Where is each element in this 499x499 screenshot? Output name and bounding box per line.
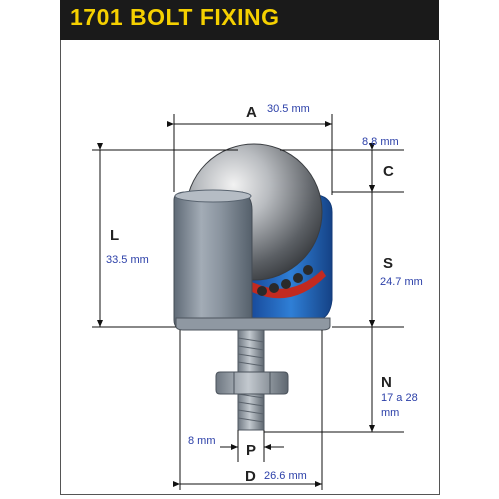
base-plate [175,317,331,331]
page-title: 1701 BOLT FIXING [70,4,280,30]
ball-transfer-unit [173,143,333,431]
dim-a-letter: A [246,104,257,121]
dimension-lines [92,114,404,490]
dim-s-letter: S [383,255,393,272]
hex-nut [215,371,289,395]
dim-n-letter: N [381,374,392,391]
dim-n-value-line2: mm [381,407,399,419]
housing-body [173,191,253,331]
dim-c-letter: C [383,163,394,180]
dim-p-letter: P [246,442,256,459]
dim-n-value-line1: 17 a 28 [381,392,418,404]
dim-d-letter: D [245,468,256,485]
dim-l-value: 33.5 mm [106,254,149,266]
dim-l-letter: L [110,227,119,244]
bolt-thread [237,337,265,423]
dim-c-value: 8.8 mm [362,136,399,148]
dim-d-value: 26.6 mm [264,470,307,482]
dim-p-value: 8 mm [188,435,216,447]
dim-a-value: 30.5 mm [267,103,310,115]
title-bar: 1701 BOLT FIXING [60,0,439,40]
housing-top-rim [174,189,252,203]
support-balls [257,265,313,296]
dimension-labels: A 30.5 mm 8.8 mm C L 33.5 mm S 24.7 mm N… [106,103,423,485]
dim-s-value: 24.7 mm [380,276,423,288]
